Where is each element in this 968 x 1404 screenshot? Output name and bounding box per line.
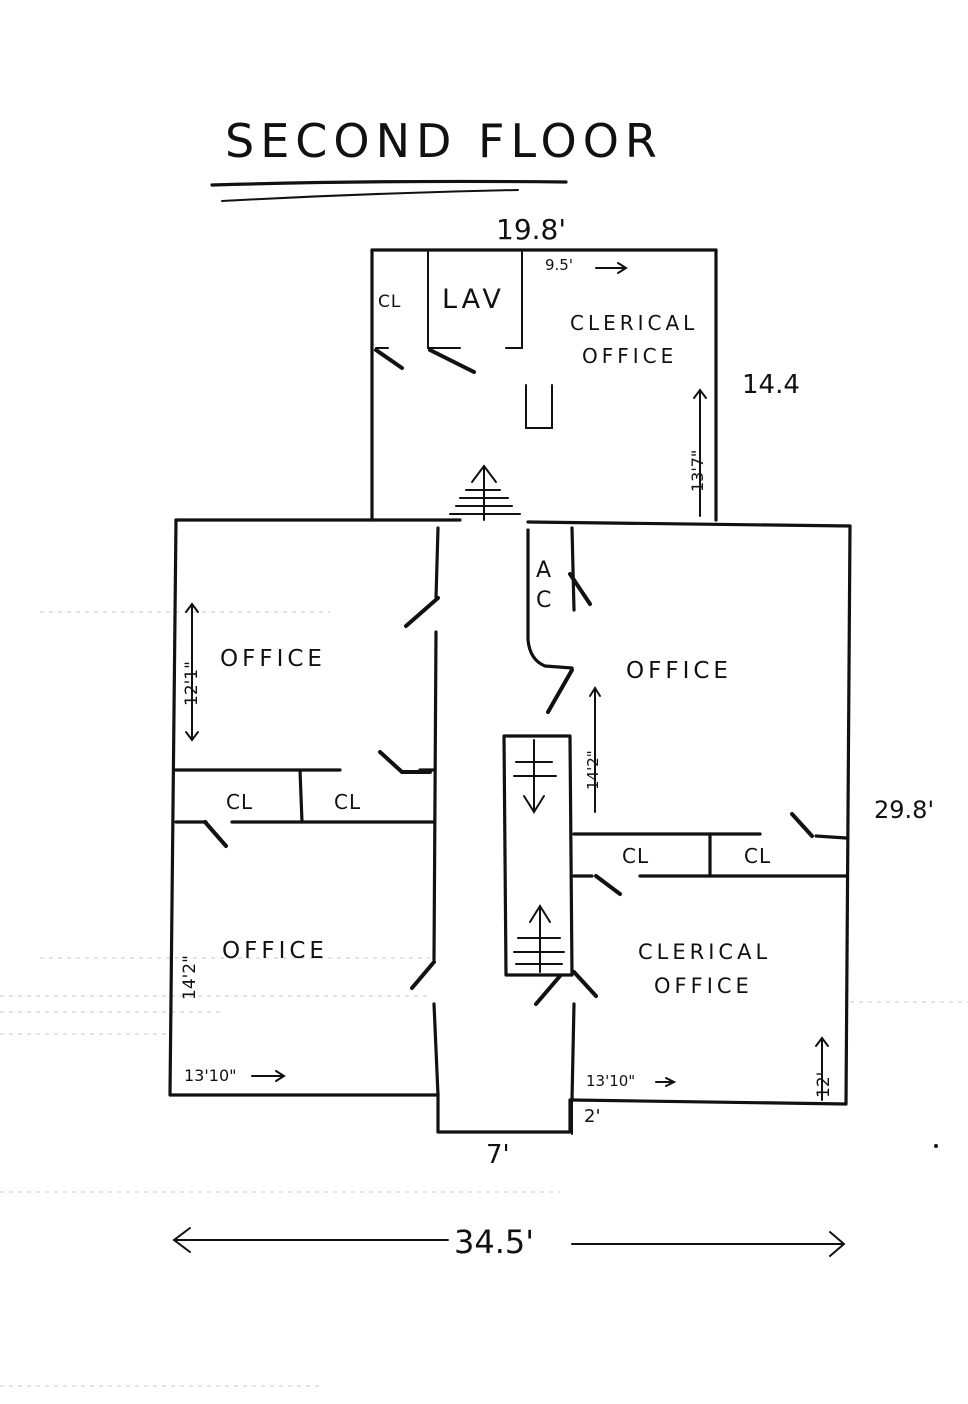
room-label-closet-right-2: CL <box>744 844 772 868</box>
stairs-down-icon <box>513 739 557 814</box>
room-label-ac-line1: A <box>536 558 556 583</box>
room-label-clerical-top-line2: OFFICE <box>582 344 678 368</box>
dimension-top-width: 19.8' <box>496 213 567 246</box>
dimension-overall-width: 34.5' <box>454 1223 535 1261</box>
dimension-left-upper-office: 12'1" <box>182 661 202 706</box>
room-label-ac-line2: C <box>536 588 556 613</box>
main-block-walls <box>168 518 852 1135</box>
room-label-office-left-upper: OFFICE <box>220 646 326 672</box>
dimension-right-lower-width: 13'10" <box>586 1072 636 1090</box>
room-label-clerical-top-line1: CLERICAL <box>570 311 699 335</box>
room-label-clerical-bottom-line2: OFFICE <box>654 974 753 998</box>
dimension-top-height: 14.4 <box>742 370 800 400</box>
dimension-offset: 2' <box>584 1106 601 1127</box>
dimension-corridor-width: 7' <box>486 1140 510 1170</box>
room-label-closet-left-2: CL <box>334 790 362 814</box>
title-underline-2 <box>221 189 519 202</box>
dimension-arrows <box>172 262 938 1257</box>
dimension-right-height: 29.8' <box>874 796 935 824</box>
room-label-closet-right-1: CL <box>622 844 650 868</box>
room-label-closet-top: CL <box>378 292 402 312</box>
room-label-clerical-bottom-line1: CLERICAL <box>638 940 772 964</box>
room-label-office-right: OFFICE <box>626 658 732 684</box>
page-title: SECOND FLOOR <box>225 114 663 168</box>
stairs-up-icon-lower <box>513 904 565 973</box>
dimension-left-lower-width: 13'10" <box>184 1066 237 1085</box>
room-label-closet-left-1: CL <box>226 790 254 814</box>
room-label-office-left-lower: OFFICE <box>222 938 328 964</box>
dimension-clerical-top-height: 13'7" <box>688 449 707 492</box>
paper-guidelines <box>0 611 968 1387</box>
upper-wing-walls <box>370 248 718 522</box>
door-swings <box>203 348 814 1006</box>
dimension-clerical-top-width: 9.5' <box>545 256 573 274</box>
dimension-left-lower-office: 14'2" <box>180 955 200 1000</box>
title-underline <box>210 179 568 187</box>
dimension-stair-length: 14'2" <box>584 750 602 790</box>
stairs-up-icon <box>449 464 521 521</box>
dimension-right-lower-height: 12' <box>814 1071 834 1098</box>
room-label-lav: LAV <box>442 284 505 315</box>
